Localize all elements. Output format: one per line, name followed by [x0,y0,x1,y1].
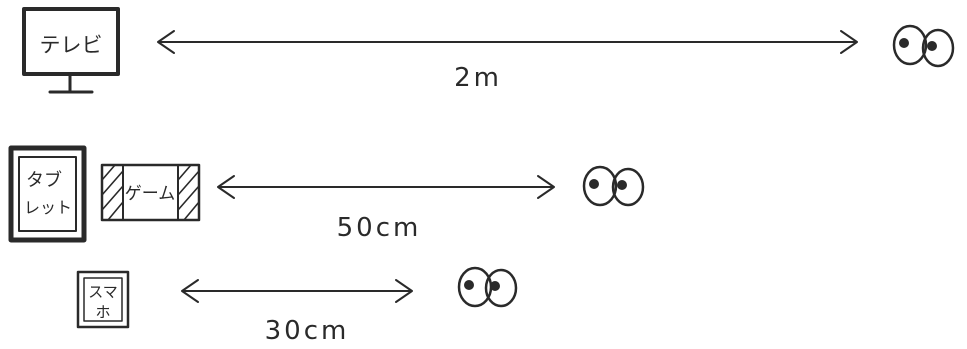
tv-icon: テレビ [22,7,120,94]
tv-distance-arrow [157,30,858,54]
tablet-label-line1: タブ [26,169,62,191]
game-label: ゲーム [125,184,176,204]
eyes-icon [582,165,645,207]
game-console-icon: ゲーム [100,163,201,222]
smartphone-label-line1: スマ [88,283,118,301]
game-distance-arrow [217,175,555,199]
tablet-label-line2: レット [24,198,72,217]
tv-label: テレビ [40,33,103,57]
eyes-icon [892,24,955,68]
smartphone-distance-arrow [181,279,413,303]
game-distance-label: 50cm [337,213,422,243]
smartphone-icon: スマ ホ [76,270,130,329]
smartphone-distance-label: 30cm [265,316,350,346]
smartphone-label-line2: ホ [95,303,110,321]
eyes-icon [457,266,518,308]
tablet-icon: タブ レット [8,145,87,243]
tv-distance-label: 2m [454,63,502,93]
